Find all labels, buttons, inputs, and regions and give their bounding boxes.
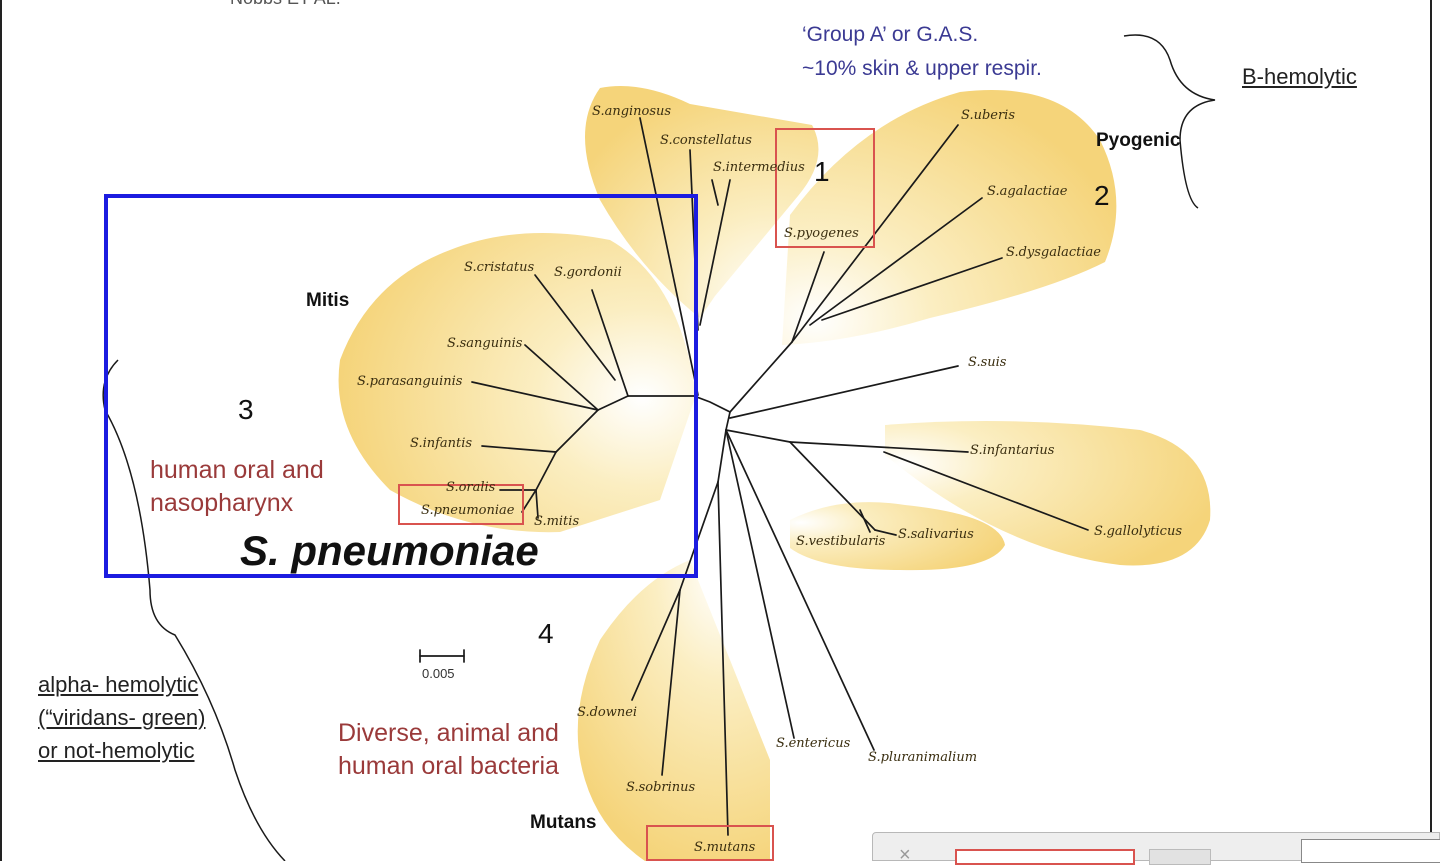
- species-label: S.oralis: [446, 480, 496, 495]
- species-label: S.mutans: [694, 840, 756, 855]
- brace-right: [1123, 34, 1216, 209]
- species-label: S.constellatus: [660, 133, 752, 148]
- species-label: S.gordonii: [554, 265, 622, 280]
- species-label: S.sanguinis: [447, 336, 523, 351]
- species-label: S.pyogenes: [784, 226, 859, 241]
- highlight-box-pneumoniae: [398, 484, 524, 525]
- popup-dialog: ×: [872, 832, 1440, 865]
- species-label: S.suis: [968, 355, 1007, 370]
- species-label: S.anginosus: [592, 104, 672, 119]
- clade-vestibularis-shading: [790, 502, 1005, 571]
- species-label: S.intermedius: [713, 160, 805, 175]
- right-frame-edge: [1430, 0, 1432, 861]
- clade-pyogenic-shading: [782, 90, 1117, 345]
- note-alpha-line2: (“viridans- green): [38, 705, 206, 730]
- header-fragment: Nobbs ET AL.: [230, 0, 341, 9]
- group-label-mitis: Mitis: [306, 290, 350, 311]
- dialog-button[interactable]: [1149, 849, 1211, 865]
- species-label: S.parasanguinis: [357, 374, 463, 389]
- species-label: S.agalactiae: [987, 184, 1068, 199]
- dialog-panel: [1301, 839, 1440, 863]
- group-label-pyogenic: Pyogenic: [1096, 130, 1181, 151]
- note-oral-line1: human oral and: [150, 456, 324, 484]
- species-label: S.infantarius: [970, 443, 1055, 458]
- species-label: S.pluranimalium: [868, 750, 978, 765]
- left-frame-edge: [0, 0, 2, 861]
- note-group-a-line1: ‘Group A’ or G.A.S.: [802, 23, 979, 46]
- note-diverse-line2: human oral bacteria: [338, 752, 559, 780]
- label-s-pneumoniae: S. pneumoniae: [240, 527, 539, 574]
- note-diverse-line1: Diverse, animal and: [338, 719, 559, 747]
- clade-mutans-shading: [577, 560, 770, 861]
- note-oral-line2: nasopharynx: [150, 489, 294, 517]
- species-label: S.uberis: [961, 108, 1016, 123]
- species-label: S.pneumoniae: [421, 503, 515, 518]
- species-label: S.entericus: [776, 736, 851, 751]
- note-beta-hemolytic: B-hemolytic: [1242, 64, 1357, 89]
- region-number-3: 3: [238, 394, 254, 425]
- species-label: S.infantis: [410, 436, 473, 451]
- species-label: S.salivarius: [898, 527, 974, 542]
- note-alpha-line3: or not-hemolytic: [38, 738, 195, 763]
- note-alpha-line1: alpha- hemolytic: [38, 672, 199, 697]
- highlight-box-mutans: [646, 825, 774, 861]
- species-label: S.vestibularis: [796, 534, 886, 549]
- note-group-a-line2: ~10% skin & upper respir.: [802, 57, 1042, 80]
- species-label: S.mitis: [534, 514, 580, 529]
- species-label: S.gallolyticus: [1094, 524, 1182, 539]
- dialog-text-field[interactable]: [955, 849, 1135, 865]
- species-label: S.sobrinus: [626, 780, 696, 795]
- region-number-2: 2: [1094, 180, 1110, 211]
- highlight-box-group-a: [775, 128, 875, 248]
- scale-bar-label: 0.005: [422, 666, 455, 681]
- species-label: S.dysgalactiae: [1006, 245, 1101, 260]
- region-number-4: 4: [538, 618, 554, 649]
- group-label-mutans: Mutans: [530, 812, 597, 833]
- close-icon[interactable]: ×: [899, 844, 911, 866]
- clade-salivarius-shading: [885, 421, 1211, 566]
- clade-mitis-shading: [338, 232, 696, 533]
- species-label: S.downei: [577, 705, 638, 720]
- clade-anginosus-shading: [585, 86, 819, 318]
- region-number-1: 1: [814, 156, 830, 187]
- highlight-box-mitis-region: [104, 194, 698, 578]
- species-label: S.cristatus: [464, 260, 535, 275]
